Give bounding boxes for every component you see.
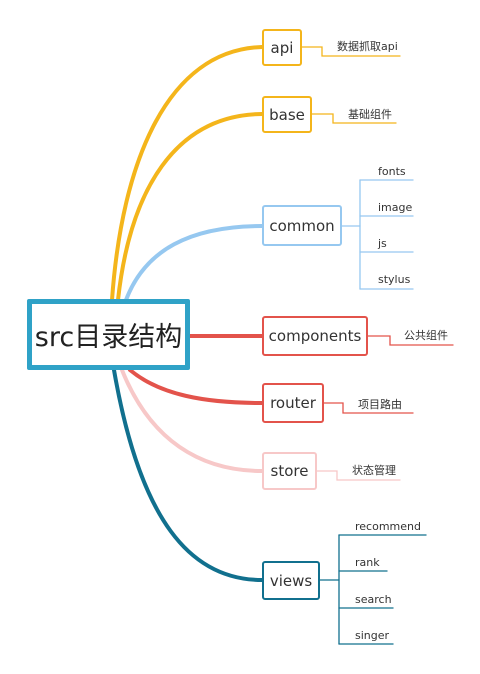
branch-node-router: router	[262, 383, 324, 423]
connector-base	[116, 112, 264, 302]
connector-common	[124, 224, 264, 302]
connector-api	[110, 45, 264, 302]
connector-router	[128, 368, 264, 405]
leaf-router-0: 项目路由	[358, 398, 402, 411]
leaf-views-2: search	[355, 593, 392, 606]
leaf-components-0: 公共组件	[404, 329, 448, 342]
branch-node-base: base	[262, 96, 312, 133]
leaf-line-api	[301, 46, 401, 57]
leaf-store-0: 状态管理	[352, 464, 396, 477]
leaf-base-0: 基础组件	[348, 108, 392, 121]
leaf-common-1: image	[378, 201, 413, 214]
leaf-api-0: 数据抓取api	[337, 40, 398, 53]
leaf-line-base	[311, 113, 397, 124]
leaf-line-store	[316, 470, 401, 481]
leaf-views-0: recommend	[355, 520, 421, 533]
leaf-common-0: fonts	[378, 165, 406, 178]
leaf-line-router	[323, 402, 414, 414]
root-node: src目录结构	[27, 299, 190, 370]
branch-node-common: common	[262, 205, 342, 246]
connector-views	[112, 368, 264, 582]
leaf-views-1: rank	[355, 556, 380, 569]
leaf-common-3: stylus	[378, 273, 411, 286]
branch-node-store: store	[262, 452, 317, 490]
leaf-common-2: js	[378, 237, 387, 250]
leaf-line-components	[367, 335, 454, 346]
leaf-views-3: singer	[355, 629, 390, 642]
connector-store	[120, 368, 264, 473]
branch-node-components: components	[262, 316, 368, 356]
branch-node-views: views	[262, 561, 320, 600]
branch-node-api: api	[262, 29, 302, 66]
